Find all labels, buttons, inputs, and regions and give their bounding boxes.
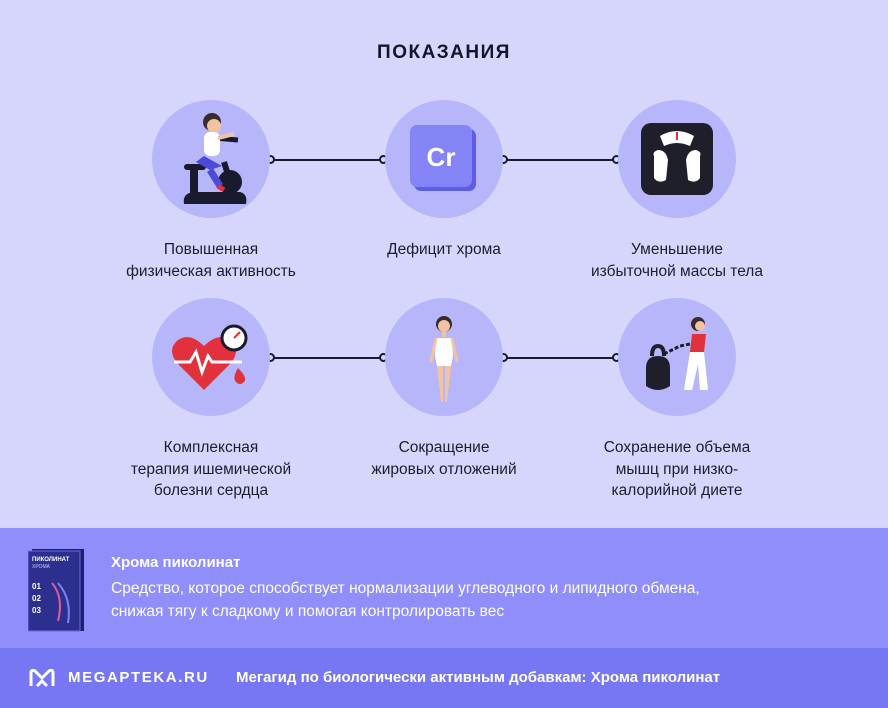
caption-line: Дефицит хрома [387,241,501,258]
connector-2-3 [505,159,617,161]
heart-pressure-icon [152,298,270,416]
kettlebell-chain-icon [618,298,736,416]
exercise-bike-icon [152,100,270,218]
connector-5-6 [505,357,617,359]
caption-line: Уменьшение [631,241,723,258]
element-symbol: Cr [427,142,456,172]
box-number: 03 [32,606,41,615]
caption-line: мышц при низко- [615,460,739,478]
page-title: ПОКАЗАНИЯ [377,42,511,63]
caption-line: Сохранение объема [603,439,751,456]
product-name: Хрома пиколинат [111,554,241,571]
indication-label-1: Повышенная физическая активность [96,239,326,282]
product-band: ПИКОЛИНАТ ХРОМА 01 02 03 [0,528,888,648]
indication-label-2: Дефицит хрома [329,239,559,261]
connector-4-5 [272,357,384,359]
indications-grid: Cr [96,100,792,502]
caption-line: физическая активность [126,262,296,280]
product-box-image: ПИКОЛИНАТ ХРОМА 01 02 03 [28,549,84,632]
scale-icon [618,100,736,218]
brand-name[interactable]: MEGAPTEKA.RU [68,669,209,686]
footer-text: Мегагид по биологически активным добавка… [236,669,721,686]
caption-line: болезни сердца [153,482,269,499]
caption-line: Повышенная [163,241,259,258]
product-description-line: снижая тягу к сладкому и помогая контрол… [111,603,505,620]
footer [0,648,888,708]
box-subtitle: ХРОМА [32,564,51,570]
caption-line: жировых отложений [371,460,517,478]
indication-label-4: Комплексная терапия ишемической болезни … [96,437,326,502]
indication-label-6: Сохранение объема мышц при низко- калори… [562,437,792,502]
caption-line: терапия ишемической [130,460,292,478]
indication-label-3: Уменьшение избыточной массы тела [562,239,792,282]
chromium-element-icon: Cr [385,100,503,218]
megapteka-logo-icon [29,668,55,688]
indication-label-5: Сокращение жировых отложений [329,437,559,480]
box-title: ПИКОЛИНАТ [32,557,70,563]
caption-line: калорийной диете [611,482,743,499]
caption-line: Комплексная [163,439,259,456]
caption-line: избыточной массы тела [591,262,763,280]
product-description-line: Средство, которое способствует нормализа… [111,580,700,597]
product-description: Средство, которое способствует нормализа… [111,577,851,623]
slim-body-icon [385,298,503,416]
caption-line: Сокращение [398,439,490,456]
box-number: 01 [32,582,41,591]
connector-1-2 [272,159,384,161]
box-number: 02 [32,594,41,603]
